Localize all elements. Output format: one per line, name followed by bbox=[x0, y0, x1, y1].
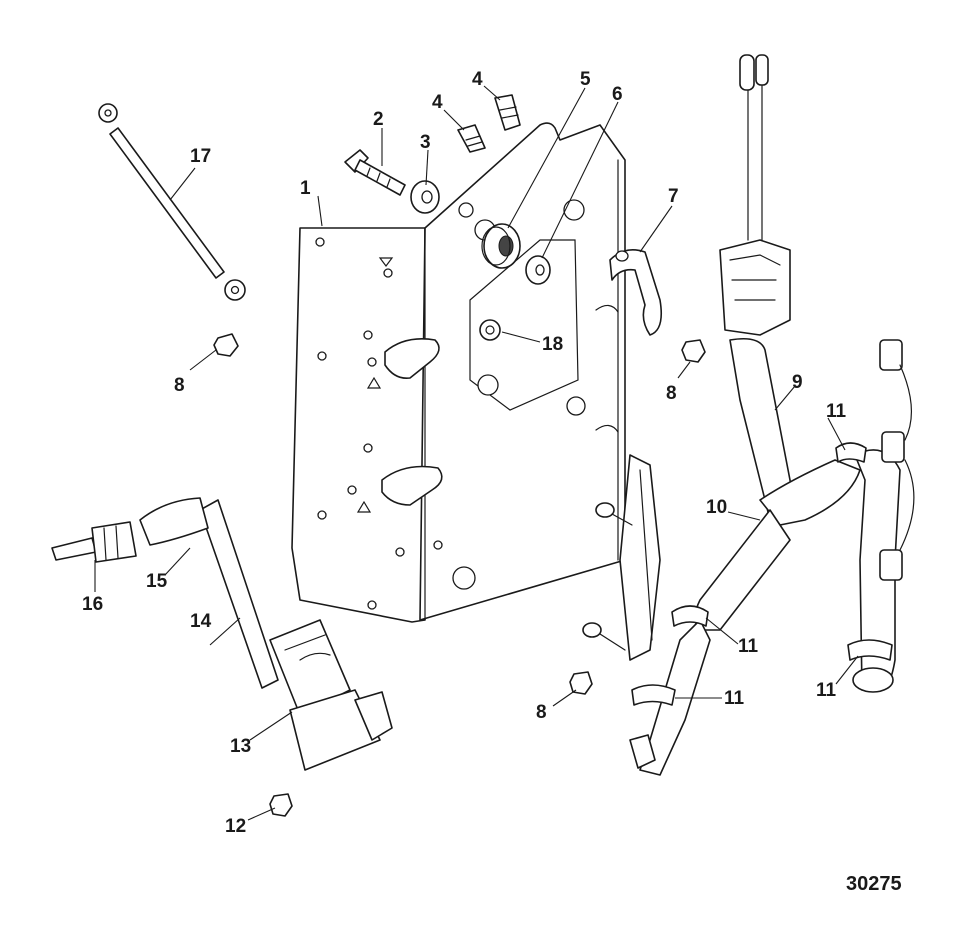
figure-number: 30275 bbox=[846, 873, 902, 895]
clamp bbox=[609, 249, 663, 336]
callout-18: 18 bbox=[542, 334, 563, 355]
coil-screw bbox=[269, 793, 293, 817]
callout-labels: 1 2 3 4 4 5 6 7 8 8 8 9 10 11 11 11 11 1… bbox=[82, 69, 847, 837]
callout-11c: 11 bbox=[724, 688, 745, 709]
callout-11b: 11 bbox=[738, 636, 759, 657]
callout-17: 17 bbox=[190, 146, 211, 167]
callout-8b: 8 bbox=[666, 383, 677, 404]
bolt bbox=[344, 149, 406, 196]
callout-5: 5 bbox=[580, 69, 591, 90]
mounting-plate bbox=[291, 122, 626, 623]
callout-11a: 11 bbox=[826, 401, 847, 422]
ignition-coil bbox=[269, 619, 393, 771]
nut-a bbox=[213, 333, 239, 357]
callout-15: 15 bbox=[146, 571, 168, 592]
callout-8c: 8 bbox=[536, 702, 547, 723]
callout-10: 10 bbox=[706, 497, 727, 518]
small-grommet bbox=[525, 255, 551, 285]
nut-b bbox=[681, 339, 706, 363]
coil-lead bbox=[139, 497, 279, 689]
wiring-harness bbox=[582, 54, 915, 776]
callout-14: 14 bbox=[190, 611, 212, 632]
callout-2: 2 bbox=[373, 109, 384, 130]
callout-1: 1 bbox=[300, 178, 311, 199]
callout-9: 9 bbox=[792, 372, 803, 393]
washer bbox=[410, 180, 440, 214]
callout-4b: 4 bbox=[472, 69, 483, 90]
callout-12: 12 bbox=[225, 816, 246, 837]
callout-16: 16 bbox=[82, 594, 103, 615]
callout-13: 13 bbox=[230, 736, 251, 757]
callout-6: 6 bbox=[612, 84, 623, 105]
callout-8a: 8 bbox=[174, 375, 185, 396]
spark-plug bbox=[51, 521, 137, 563]
leader-lines bbox=[94, 85, 859, 821]
stud bbox=[479, 319, 501, 341]
nut-c bbox=[569, 671, 593, 695]
grommet bbox=[481, 223, 521, 269]
ground-strap bbox=[98, 103, 246, 301]
callout-11d: 11 bbox=[816, 680, 837, 701]
callout-7: 7 bbox=[668, 186, 679, 207]
callout-4a: 4 bbox=[432, 92, 443, 113]
clip-b bbox=[494, 94, 521, 131]
callout-3: 3 bbox=[420, 132, 431, 153]
clip-a bbox=[457, 124, 486, 153]
